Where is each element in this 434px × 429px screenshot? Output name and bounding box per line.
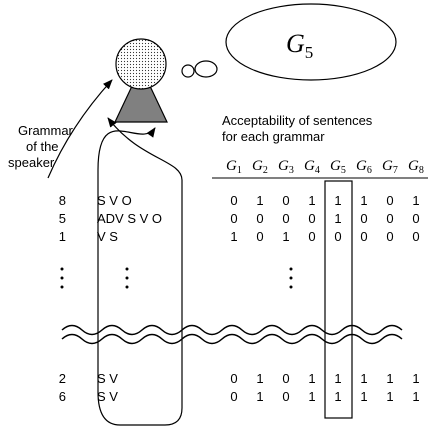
grammar-headers: G1 G2 G3 G4 G5 G6 G7 G8: [226, 158, 424, 176]
grammar-header: G3: [278, 158, 294, 176]
ellipsis-sentence-dot: [125, 276, 129, 280]
sentence-pattern: S V: [97, 371, 118, 386]
acceptability-value: 0: [386, 229, 393, 244]
acceptability-value: 1: [308, 193, 315, 208]
acceptability-value: 0: [360, 229, 367, 244]
sentence-pattern: ADV S V O: [97, 211, 162, 226]
acceptability-value: 0: [230, 389, 237, 404]
acceptability-value: 0: [256, 211, 263, 226]
table-caption-line-1: Acceptability of sentences: [222, 113, 373, 128]
grammar-header: G1: [226, 158, 242, 176]
ellipsis-count-dot: [60, 285, 64, 289]
acceptability-value: 1: [360, 371, 367, 386]
grammar-header: G8: [408, 158, 424, 176]
acceptability-value: 0: [412, 229, 419, 244]
speaker-figure: [114, 38, 168, 123]
speaker-head: [115, 38, 167, 90]
speaker-label-line-2: of the: [26, 139, 59, 154]
omission-wave: [61, 324, 403, 345]
acceptability-value: 1: [334, 389, 341, 404]
grammar-header: G4: [304, 158, 320, 176]
acceptability-value: 0: [386, 211, 393, 226]
acceptability-value: 1: [282, 229, 289, 244]
acceptability-value: 1: [334, 371, 341, 386]
acceptability-value: 1: [256, 389, 263, 404]
acceptability-value: 0: [360, 211, 367, 226]
highlighted-grammar-column: [324, 180, 353, 419]
acceptability-value: 0: [308, 229, 315, 244]
sentence-pattern: S V O: [97, 193, 132, 208]
acceptability-value: 0: [282, 389, 289, 404]
acceptability-value: 0: [282, 211, 289, 226]
sentence-count: 2: [59, 371, 66, 386]
acceptability-value: 0: [308, 211, 315, 226]
acceptability-value: 1: [334, 211, 341, 226]
table-caption-line-2: for each grammar: [222, 129, 325, 144]
acceptability-value: 1: [360, 193, 367, 208]
acceptability-value: 1: [386, 389, 393, 404]
table-caption: Acceptability of sentences for each gram…: [222, 113, 373, 144]
acceptability-value: 1: [308, 371, 315, 386]
wave-line-upper: [61, 324, 403, 336]
acceptability-value: 1: [256, 371, 263, 386]
acceptability-value: 0: [230, 371, 237, 386]
acceptability-value: 1: [230, 229, 237, 244]
speaker-label: Grammar of the speaker: [8, 123, 74, 170]
thought-bubble: G5: [181, 3, 397, 81]
sentence-rows: 8 S V O 0 1 0 1 1 1 0 1 5 ADV S V O 0 0 0 0 1 0 0 0 1 V S 1 0 1 0…: [59, 193, 420, 404]
acceptability-value: 0: [282, 193, 289, 208]
grammar-header: G5: [330, 158, 346, 176]
grammar-header: G7: [382, 158, 398, 176]
acceptability-value: 1: [412, 389, 419, 404]
ellipsis-sentence-dot: [125, 267, 129, 271]
acceptability-value: 0: [386, 193, 393, 208]
speaker-body: [114, 65, 168, 123]
acceptability-value: 0: [412, 211, 419, 226]
ellipsis-count-dot: [60, 276, 64, 280]
sentence-pattern: V S: [97, 229, 118, 244]
ellipsis-value-dot: [289, 276, 293, 280]
wave-line-lower: [61, 333, 403, 345]
sample-frame: [97, 117, 183, 426]
ellipsis-count-dot: [60, 267, 64, 271]
sentence-count: 5: [59, 211, 66, 226]
acceptability-value: 0: [230, 193, 237, 208]
acceptability-value: 0: [282, 371, 289, 386]
speaker-label-line-1: Grammar: [18, 123, 74, 138]
ellipsis-value-dot: [289, 267, 293, 271]
thought-bubble-grammar-label: G5: [286, 29, 313, 62]
sentence-count: 8: [59, 193, 66, 208]
acceptability-value: 1: [256, 193, 263, 208]
sample-frame-arrow: [97, 127, 156, 392]
acceptability-value: 0: [334, 229, 341, 244]
acceptability-value: 1: [412, 193, 419, 208]
sentence-pattern: S V: [97, 389, 118, 404]
sentence-count: 6: [59, 389, 66, 404]
speaker-label-line-3: speaker: [8, 155, 55, 170]
ellipsis-dots: [60, 267, 293, 289]
ellipsis-sentence-dot: [125, 285, 129, 289]
acceptability-value: 1: [412, 371, 419, 386]
ellipsis-value-dot: [289, 285, 293, 289]
acceptability-value: 1: [308, 389, 315, 404]
speaker-label-arrow: [47, 79, 113, 179]
sentence-count: 1: [59, 229, 66, 244]
acceptability-value: 1: [386, 371, 393, 386]
thought-bubble-cloud: [225, 3, 397, 81]
thought-bubble-small-circle: [181, 64, 195, 78]
grammar-header: G6: [356, 158, 372, 176]
acceptability-value: 1: [360, 389, 367, 404]
acceptability-value: 0: [230, 211, 237, 226]
acceptability-value: 0: [256, 229, 263, 244]
grammar-header: G2: [252, 158, 268, 176]
thought-bubble-medium-circle: [194, 60, 218, 78]
acceptability-value: 1: [334, 193, 341, 208]
